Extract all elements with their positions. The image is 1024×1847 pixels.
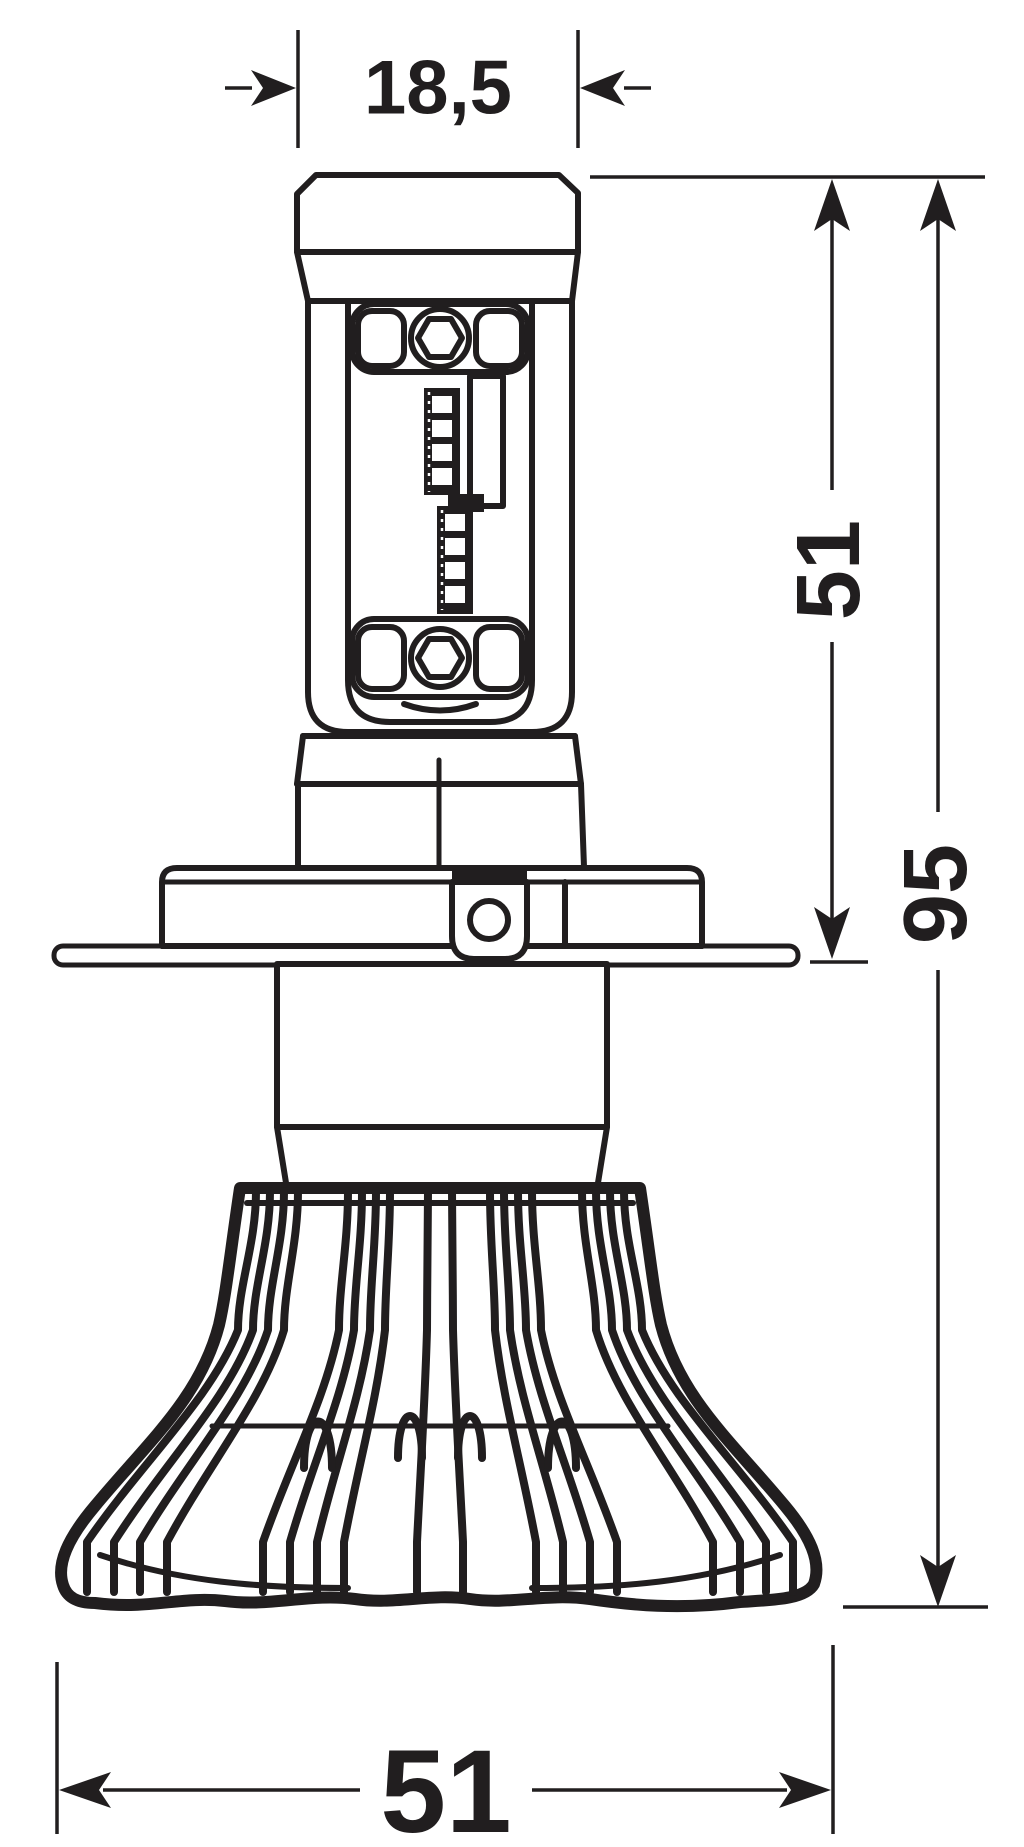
fin (110, 1187, 274, 1596)
top-cap (294, 172, 581, 304)
pin-slot (445, 562, 465, 579)
collar-side-left (294, 733, 306, 787)
fin (500, 1187, 567, 1596)
tab-hole (467, 898, 511, 942)
fin-hairpin (544, 1417, 580, 1472)
pin-slot (432, 420, 452, 437)
bulb-drawing (51, 172, 823, 1613)
cutout-left (355, 624, 407, 692)
arrowhead-down-icon (920, 1555, 956, 1607)
base-block (274, 961, 610, 1192)
under-arc (401, 701, 479, 714)
fin-hairpin (454, 1412, 486, 1462)
hex-bolt-icon (415, 316, 465, 360)
fin (592, 1187, 744, 1596)
dimension-bottom-width: 51 (55, 1645, 835, 1847)
heatsink-silhouette (55, 1182, 823, 1613)
arrowhead-left-icon (580, 70, 625, 106)
cutout-right (473, 308, 525, 369)
fin-hairpin (300, 1417, 336, 1472)
bolt-circle (408, 306, 472, 370)
bolt-circle (408, 626, 472, 690)
fin (259, 1187, 352, 1596)
dimension-label-top-width: 18,5 (364, 46, 512, 131)
bottom-fastener-plate (349, 616, 531, 714)
base-neck-left (274, 1124, 290, 1192)
base-neck-right (594, 1124, 610, 1192)
dimension-label-total-height: 95 (886, 844, 986, 944)
arrowhead-right-icon (779, 1772, 831, 1808)
fin (606, 1187, 770, 1596)
fin (163, 1187, 302, 1596)
dimension-upper-height: 51 (779, 179, 879, 964)
pin-slot (432, 396, 452, 413)
fin-hairpin (394, 1412, 426, 1462)
dimension-top-width: 18,5 (225, 30, 651, 148)
fin (528, 1187, 621, 1596)
fin (83, 1187, 260, 1596)
arrowhead-up-icon (920, 179, 956, 231)
dimension-label-upper-height: 51 (779, 520, 879, 620)
arrowhead-up-icon (814, 179, 850, 231)
cutout-left (355, 308, 407, 369)
dimension-total-height: 95 (843, 179, 988, 1609)
dimension-annotations: 18,5 51 95 (55, 30, 988, 1847)
pin-slot (445, 538, 465, 555)
fin (286, 1187, 366, 1596)
cap-upper-band (294, 172, 581, 255)
fin (620, 1187, 797, 1596)
fin (514, 1187, 594, 1596)
heatsink-fins (83, 1187, 797, 1596)
arrowhead-down-icon (814, 907, 850, 959)
body-inner-panel (345, 298, 535, 725)
cutout-right (473, 624, 525, 692)
fin (578, 1187, 717, 1596)
pin-slot (445, 514, 465, 531)
neck-side-right (578, 781, 587, 870)
blade-terminal (467, 373, 506, 509)
collar (294, 733, 587, 870)
arrowhead-right-icon (251, 70, 296, 106)
base-rect (274, 961, 610, 1130)
fin (448, 1187, 467, 1596)
pin-slot (432, 468, 452, 485)
plate-outline (349, 301, 531, 375)
skirt-bottom-sweep-right (529, 1552, 783, 1591)
cap-lower-band (294, 249, 581, 304)
flange-outline (159, 865, 705, 949)
collar-side-right (572, 733, 584, 787)
heatsink (55, 1182, 823, 1613)
connector-pins (424, 373, 506, 614)
heatsink-fin-folds (97, 1412, 783, 1591)
plate-outline (349, 616, 531, 700)
fin (413, 1187, 432, 1596)
top-fastener-plate (349, 301, 531, 375)
pin-slot (432, 444, 452, 461)
hex-bolt-icon (415, 636, 465, 680)
fin (486, 1187, 540, 1596)
arrowhead-left-icon (59, 1772, 111, 1808)
fin (340, 1187, 394, 1596)
flange-assembly (51, 865, 801, 968)
fin (313, 1187, 380, 1596)
skirt-bottom-sweep-left (97, 1552, 351, 1591)
body (305, 298, 575, 735)
dimension-label-bottom-width: 51 (380, 1726, 511, 1847)
fin (136, 1187, 288, 1596)
pin-slot (445, 586, 465, 603)
